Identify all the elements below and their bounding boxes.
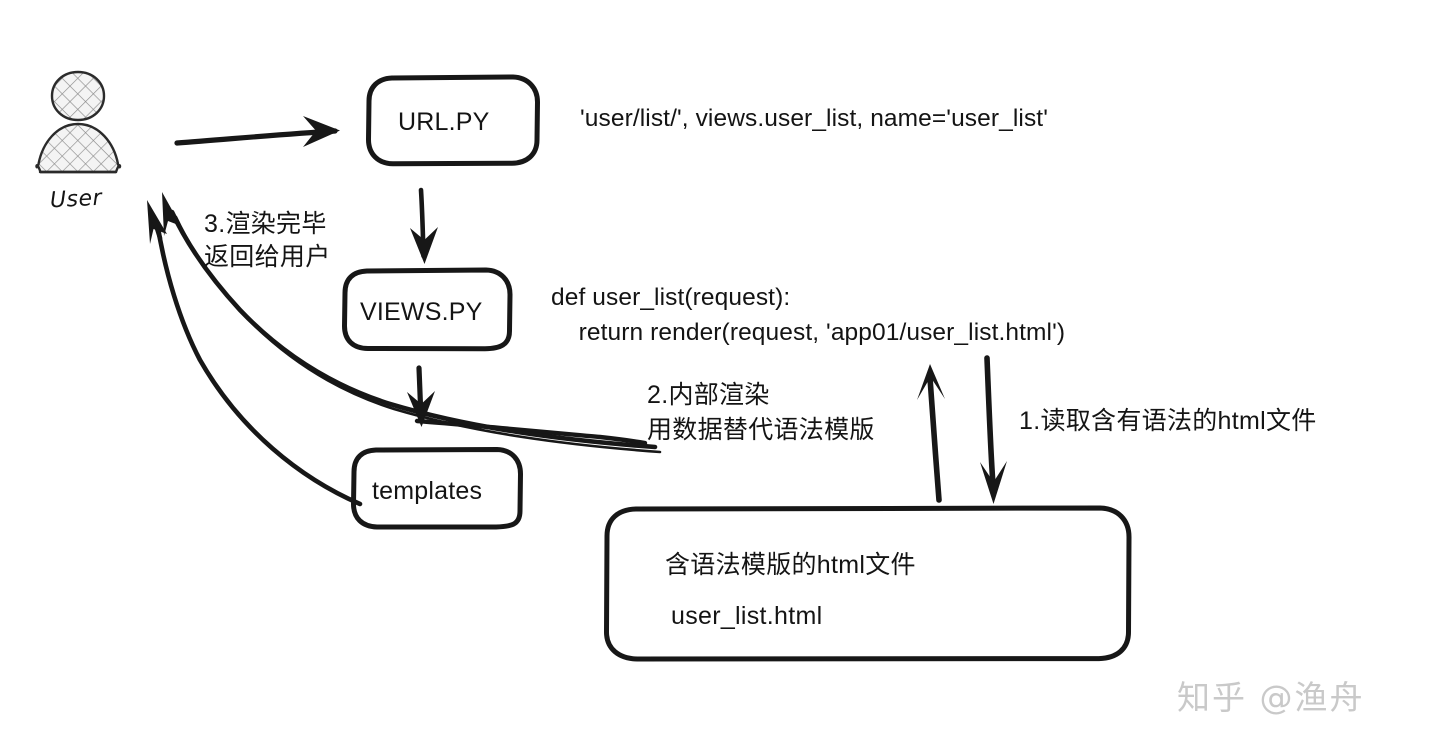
arrow-url-to-views — [410, 187, 438, 264]
view-def-line1: def user_list(request): — [551, 284, 791, 311]
annotation-step2-line2: 用数据替代语法模版 — [647, 416, 875, 444]
node-url-py[interactable] — [366, 74, 540, 167]
annotation-step2-line1: 2.内部渲染 — [647, 381, 770, 409]
node-html-file-box[interactable] — [604, 505, 1132, 662]
url-conf-code: 'user/list/', views.user_list, name='use… — [580, 105, 1048, 132]
html-file-box-line1: 含语法模版的html文件 — [665, 551, 916, 579]
user-caption: User — [49, 185, 103, 214]
node-templates[interactable] — [351, 447, 523, 530]
node-views-py-label: VIEWS.PY — [360, 298, 483, 326]
view-def-line2: return render(request, 'app01/user_list.… — [551, 319, 1066, 346]
watermark: 知乎 @渔舟 — [1177, 678, 1365, 717]
arrow-htmlfile-to-views — [917, 364, 945, 503]
node-url-py-label: URL.PY — [398, 108, 490, 136]
annotation-step3-line2: 返回给用户 — [204, 243, 331, 271]
arrow-return-to-user-b-shadow — [174, 215, 662, 454]
arrow-views-to-htmlfile — [980, 355, 1007, 504]
annotation-step3-line1: 3.渲染完毕 — [204, 210, 327, 238]
node-views-py[interactable] — [342, 267, 513, 352]
node-templates-label: templates — [372, 477, 483, 505]
annotation-step1: 1.读取含有语法的html文件 — [1019, 407, 1317, 435]
user-person-icon — [35, 70, 122, 174]
arrow-user-to-url — [174, 116, 340, 147]
html-file-box-line2: user_list.html — [671, 602, 823, 630]
arrow-return-to-user-a — [147, 200, 363, 507]
